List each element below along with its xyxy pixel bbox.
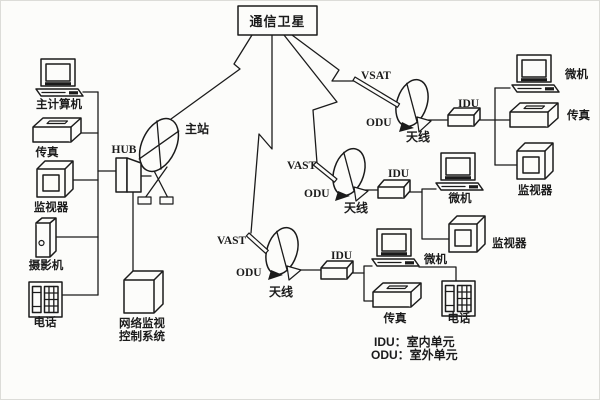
- wire-junction2: [421, 188, 450, 240]
- host-computer-icon: [35, 58, 84, 97]
- vsat3-phone-icon: [441, 280, 476, 317]
- vsat3-fax-icon: [372, 282, 422, 308]
- left-monitor-icon: [36, 160, 74, 198]
- satellite-label: 通信卫星: [249, 14, 305, 29]
- left-monitor-label: 监视器: [34, 200, 69, 214]
- vsat2-monitor-label: 监视器: [492, 236, 527, 250]
- vsat2-mount: [353, 186, 369, 202]
- network-control-label-1: 网络监视: [119, 316, 165, 330]
- vsat1-pc-icon: [511, 54, 560, 93]
- main-dish-foot-right: [159, 196, 174, 205]
- vsat3-antenna-label: 天线: [269, 284, 293, 299]
- vsat3-odu-label: ODU: [236, 267, 262, 279]
- hub-terminals: 主计算机 传真 监视器 摄影机 电话: [28, 58, 84, 329]
- link-satellite-vsat1: [291, 34, 357, 82]
- left-phone-icon: [28, 281, 63, 318]
- network-control-node: 网络监视 控制系统: [119, 270, 165, 343]
- vsat3-idu-label: IDU: [331, 250, 353, 262]
- vsat2-station: VAST ODU 天线 IDU 微机 监视器: [287, 143, 527, 253]
- vsat2-pc-label: 微机: [448, 191, 472, 205]
- vsat2-name-label: VAST: [287, 160, 317, 172]
- satellite-box: [237, 5, 318, 36]
- link-satellite-vsat2: [283, 34, 338, 164]
- vsat2-idu-label: IDU: [388, 168, 410, 180]
- network-control-box: [123, 270, 164, 314]
- left-phone-label: 电话: [34, 315, 57, 329]
- legend-idu: IDU：室内单元: [374, 334, 455, 349]
- main-station-antenna: [138, 117, 180, 173]
- vsat1-idu-box: [447, 107, 481, 127]
- vsat3-name-label: VAST: [217, 235, 247, 247]
- vsat1-antenna-label: 天线: [406, 129, 430, 144]
- vsat3-idu-box: [320, 260, 354, 280]
- wire-junction3: [363, 265, 374, 302]
- main-dish-foot-left: [137, 196, 152, 205]
- vsat1-idu-label: IDU: [458, 98, 480, 110]
- camera-label: 摄影机: [29, 258, 64, 272]
- main-station-label: 主站: [185, 121, 209, 136]
- vsat1-mount: [416, 116, 432, 133]
- camera-icon: [35, 217, 57, 258]
- left-fax-label: 传真: [35, 145, 59, 159]
- link-satellite-main-station: [170, 34, 253, 120]
- vsat1-monitor-icon: [516, 142, 554, 180]
- vsat3-mount: [286, 265, 302, 281]
- vsat3-feed: [245, 232, 269, 254]
- wire-pc3-phone3: [418, 266, 457, 282]
- vsat1-feed: [352, 76, 401, 108]
- legend: IDU：室内单元 ODU：室外单元: [371, 334, 458, 362]
- vsat2-monitor-icon: [448, 215, 486, 253]
- vsat1-odu-label: ODU: [366, 117, 392, 129]
- vsat2-pivot: [335, 191, 350, 201]
- main-station: HUB 主站: [112, 117, 209, 205]
- vsat3-pivot: [268, 270, 283, 280]
- vsat1-pc-label: 微机: [564, 67, 588, 81]
- left-fax-icon: [32, 117, 82, 143]
- vsat1-station: VSAT ODU 天线 IDU 微机 传真 监视器: [352, 54, 590, 197]
- vsat2-antenna-label: 天线: [344, 200, 368, 215]
- hub-label: HUB: [112, 144, 137, 156]
- link-satellite-vsat3: [250, 34, 273, 234]
- vsat1-monitor-label: 监视器: [518, 183, 553, 197]
- vsat1-fax-icon: [509, 102, 559, 128]
- vsat3-fax-label: 传真: [383, 311, 407, 325]
- vsat1-name-label: VSAT: [361, 70, 391, 82]
- vsat2-idu-box: [377, 179, 411, 199]
- vsat3-pc-label: 微机: [423, 252, 447, 266]
- vsat2-feed: [312, 161, 338, 183]
- vsat3-station: VAST ODU 天线 IDU 微机 传真 电话: [217, 222, 476, 325]
- vsat3-phone-label: 电话: [448, 311, 471, 325]
- vsat1-fax-label: 传真: [566, 108, 590, 122]
- vsat2-odu-label: ODU: [304, 188, 330, 200]
- network-control-label-2: 控制系统: [119, 329, 165, 343]
- host-computer-label: 主计算机: [36, 97, 82, 111]
- vsat2-pc-icon: [435, 152, 484, 191]
- vsat1-pivot: [399, 122, 414, 132]
- vsat3-pc-icon: [371, 228, 420, 267]
- hub-box: [115, 157, 142, 193]
- satellite-node: 通信卫星: [237, 5, 318, 36]
- legend-odu: ODU：室外单元: [371, 347, 458, 362]
- wires: [55, 87, 518, 302]
- satellite-links: [170, 34, 357, 234]
